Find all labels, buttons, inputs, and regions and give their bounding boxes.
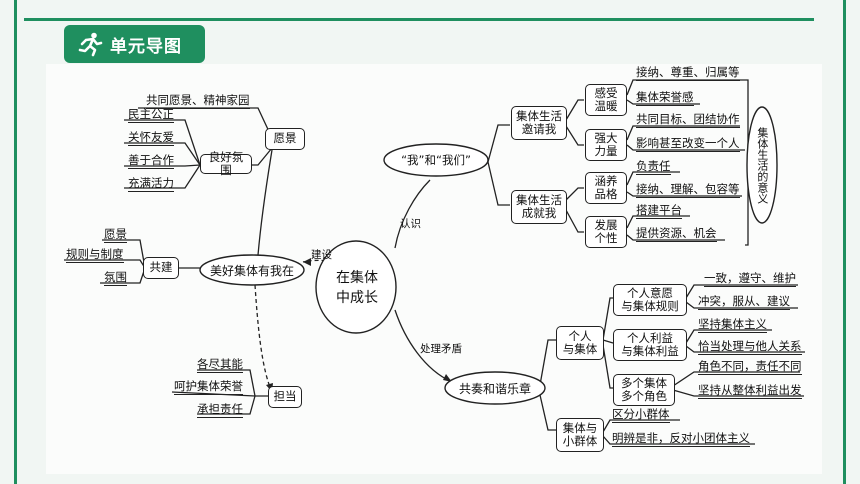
cobuild-item-3: 氛围 xyxy=(104,270,127,287)
grow-sub2-box: 发展 个性 xyxy=(585,216,627,248)
group-item-1: 区分小群体 xyxy=(612,407,670,424)
right-border xyxy=(843,0,846,484)
person-sub3-box: 多个集体 多个角色 xyxy=(613,374,675,406)
wish-item: 共同愿景、精神家园 xyxy=(146,93,250,110)
top-main-topic: “我”和“我们” xyxy=(401,153,471,167)
warm-sub2-box: 强大 力量 xyxy=(585,129,627,161)
group-box: 集体与 小群体 xyxy=(556,418,604,452)
top-cloud xyxy=(383,143,489,177)
person-sub2-item-1: 坚持集体主义 xyxy=(698,317,767,334)
person-sub1-item-2: 冲突，服从、建议 xyxy=(698,294,790,311)
grow-sub2-item-1: 搭建平台 xyxy=(636,203,682,220)
person-sub2-item-2: 恰当处理与他人关系 xyxy=(698,339,802,356)
atmos-item-1: 民主公正 xyxy=(128,107,174,124)
header-tab: 单元导图 xyxy=(64,25,205,63)
header-title: 单元导图 xyxy=(110,36,182,57)
duty-box: 担当 xyxy=(268,386,302,408)
wish-box: 愿景 xyxy=(265,128,305,150)
edge-label-build: 建设 xyxy=(311,249,332,261)
atmos-item-4: 充满活力 xyxy=(128,176,174,193)
group-item-2: 明辨是非，反对小团体主义 xyxy=(612,431,750,448)
atmos-item-2: 关怀友爱 xyxy=(128,130,174,147)
duty-item-3: 承担责任 xyxy=(197,402,243,419)
warm-sub1-box: 感受 温暖 xyxy=(585,84,627,116)
duty-item-1: 各尽其能 xyxy=(197,357,243,374)
cobuild-item-2: 规则与制度 xyxy=(66,247,124,264)
person-sub2-box: 个人利益 与集体利益 xyxy=(613,329,687,361)
runner-icon xyxy=(76,30,104,58)
center-topic: 在集体 中成长 xyxy=(336,270,378,306)
person-sub3-item-1: 角色不同，责任不同 xyxy=(698,359,802,376)
person-sub1-box: 个人意愿 与集体规则 xyxy=(613,284,687,316)
top-border xyxy=(24,18,814,21)
edge-know xyxy=(394,179,431,249)
person-box: 个人 与集体 xyxy=(556,326,604,360)
edge-label-know: 认识 xyxy=(400,218,421,230)
warm-box: 集体生活 邀请我 xyxy=(511,106,567,140)
person-sub1-item-1: 一致，遵守、维护 xyxy=(704,271,796,288)
meaning-cloud xyxy=(746,106,778,224)
bottom-cloud xyxy=(444,371,546,405)
warm-sub1-item-2: 集体荣誉感 xyxy=(636,90,694,107)
grow-box: 集体生活 成就我 xyxy=(511,190,567,224)
person-sub3-item-2: 坚持从整体利益出发 xyxy=(698,383,802,400)
atmos-item-3: 善于合作 xyxy=(128,153,174,170)
grow-sub1-box: 涵养 品格 xyxy=(585,172,627,204)
center-cloud xyxy=(315,240,397,334)
cobuild-box: 共建 xyxy=(143,257,179,279)
warm-sub2-item-2: 影响甚至改变一个人 xyxy=(636,136,740,153)
left-border xyxy=(14,0,17,484)
warm-sub1-item-1: 接纳、尊重、归属等 xyxy=(636,65,740,82)
left-main-topic: 美好集体有我在 xyxy=(209,263,294,278)
edge-label-handle: 处理矛盾 xyxy=(420,343,462,355)
duty-item-2: 呵护集体荣誉 xyxy=(174,379,243,396)
warm-sub2-item-1: 共同目标、团结协作 xyxy=(636,112,740,129)
grow-sub2-item-2: 提供资源、机会 xyxy=(636,226,717,243)
grow-sub1-item-2: 接纳、理解、包容等 xyxy=(636,182,740,199)
atmos-box: 良好氛围 xyxy=(200,150,252,177)
grow-sub1-item-1: 负责任 xyxy=(636,159,671,176)
bottom-main-topic: 共奏和谐乐章 xyxy=(458,381,531,396)
cobuild-item-1: 愿景 xyxy=(104,227,127,244)
meaning-label: 集体生活的意义 xyxy=(755,126,769,204)
left-cloud xyxy=(199,254,305,286)
